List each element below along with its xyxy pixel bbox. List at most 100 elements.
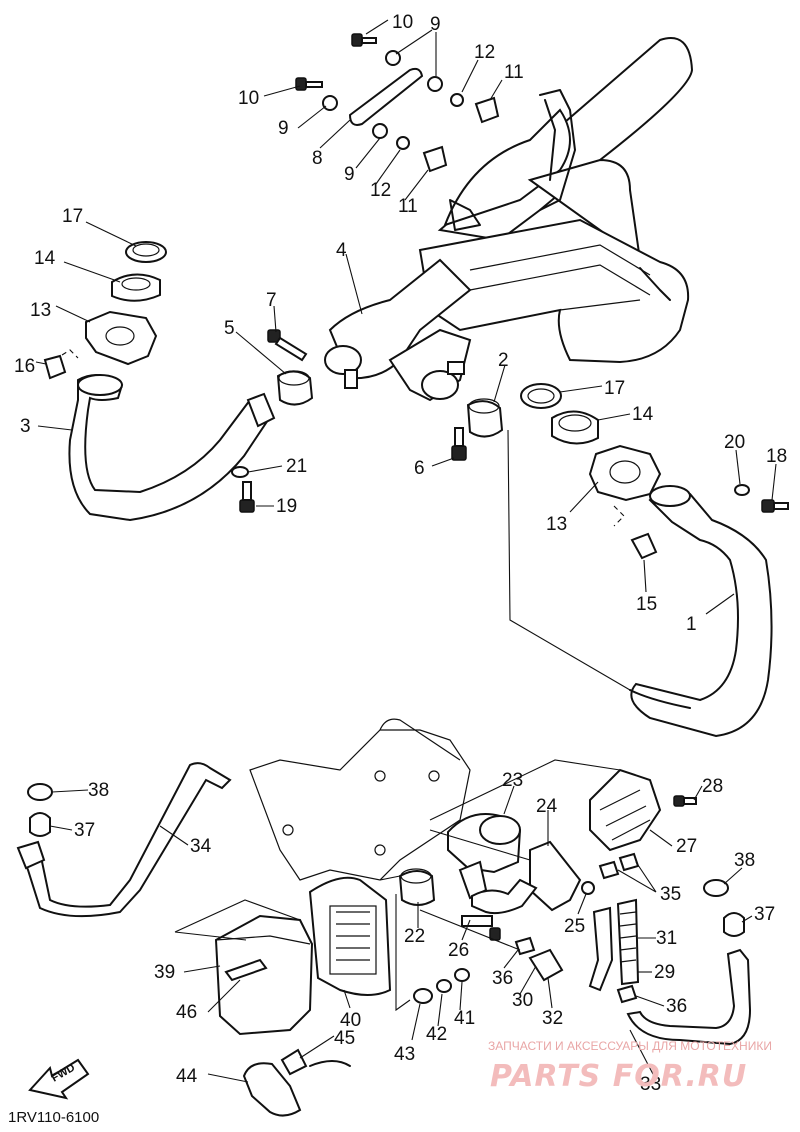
callout-label: 14	[34, 248, 56, 269]
washer-43	[413, 988, 433, 1004]
callout-label: 21	[286, 456, 307, 477]
gasket-17-right	[520, 383, 562, 409]
callout-label: 43	[394, 1044, 415, 1065]
washer-9-a	[385, 50, 401, 66]
callout-label: 15	[636, 594, 657, 615]
callout-label: 12	[370, 180, 391, 201]
callout-label: 9	[430, 14, 441, 35]
collar-16	[43, 354, 67, 380]
callout-label: 24	[536, 796, 558, 817]
collar-12-b	[396, 136, 410, 150]
callout-label: 3	[20, 416, 31, 437]
damper-11-b	[422, 145, 448, 173]
right-header-group	[451, 383, 789, 738]
callout-label: 22	[404, 926, 425, 947]
callout-label: 26	[448, 940, 469, 961]
clamp-36-a	[514, 936, 536, 956]
ring-14-right	[551, 410, 599, 445]
clip-38-left	[27, 783, 53, 801]
callout-label: 10	[392, 12, 413, 33]
clip-38-right	[703, 879, 729, 897]
bolt-26	[461, 915, 501, 941]
callout-label: 6	[414, 458, 425, 479]
callout-label: 27	[676, 836, 697, 857]
callout-label: 37	[754, 904, 775, 925]
callout-label: 46	[176, 1002, 197, 1023]
callout-label: 17	[62, 206, 83, 227]
callout-label: 34	[190, 836, 212, 857]
pipe-33	[626, 948, 752, 1046]
callout-label: 9	[344, 164, 355, 185]
leader-lines	[35, 19, 777, 1083]
callout-label: 36	[492, 968, 513, 989]
callout-label: 45	[334, 1028, 355, 1049]
washer-9-c	[427, 76, 443, 92]
nut-41	[454, 968, 470, 982]
callout-label: 11	[398, 196, 418, 217]
callout-label: 13	[546, 514, 567, 535]
callout-label: 41	[454, 1008, 475, 1029]
left-header-group	[43, 241, 314, 522]
callout-label: 23	[502, 770, 523, 791]
air-filter-case-39	[214, 914, 314, 1036]
bolt-10-left	[295, 77, 323, 91]
callout-label: 1	[686, 614, 697, 635]
callout-label: 29	[654, 962, 675, 983]
clamp-rear	[421, 361, 465, 400]
hose-26-elbow	[471, 878, 538, 915]
exhaust-pipe-3	[68, 374, 274, 522]
bolt-10-top	[351, 33, 377, 47]
bolt-18	[761, 499, 789, 513]
callout-label: 44	[176, 1066, 198, 1087]
callout-label: 10	[238, 88, 259, 109]
callout-label: 5	[224, 318, 235, 339]
watermark-subtitle: ЗАПЧАСТИ И АКСЕССУАРЫ ДЛЯ МОТОТЕХНИКИ	[488, 1039, 772, 1053]
callout-label: 42	[426, 1024, 447, 1045]
callout-label: 12	[474, 42, 495, 63]
nut-20	[734, 484, 750, 496]
callout-label: 28	[702, 776, 723, 797]
callout-label: 4	[336, 240, 347, 261]
callout-label: 31	[656, 928, 677, 949]
clamp-front	[324, 345, 362, 389]
air-cut-valve-27	[589, 768, 662, 852]
bracket-8	[348, 67, 424, 126]
gasket-5	[276, 370, 314, 406]
hose-22	[398, 870, 436, 906]
bolt-28	[673, 795, 697, 807]
nut-13-left	[85, 310, 158, 366]
muffler-assembly	[324, 37, 694, 402]
hose-44	[242, 1062, 302, 1117]
clamp-35-b	[618, 852, 640, 872]
hose-31	[616, 898, 640, 986]
ais-system	[16, 718, 752, 1117]
bolt-7	[267, 329, 308, 362]
diagram-code: 1RV110-6100	[8, 1109, 99, 1126]
cap-37-left	[29, 812, 51, 837]
callout-label: 32	[542, 1008, 563, 1029]
washer-9-b	[322, 95, 338, 111]
callout-label: 35	[660, 884, 681, 905]
bracket-24	[529, 840, 582, 912]
callout-label: 37	[74, 820, 95, 841]
callout-label: 36	[666, 996, 687, 1017]
check-valve-32	[528, 948, 564, 982]
collar-12-a	[450, 93, 464, 107]
bolt-25	[581, 881, 595, 895]
callout-label: 17	[604, 378, 625, 399]
watermark: ЗАПЧАСТИ И АКСЕССУАРЫ ДЛЯ МОТОТЕХНИКИ PA…	[488, 1039, 772, 1094]
hose-29	[588, 906, 614, 992]
callout-label: 40	[340, 1010, 361, 1031]
callout-label: 38	[734, 850, 755, 871]
callout-label: 8	[312, 148, 323, 169]
clamp-36-b	[616, 984, 638, 1004]
watermark-brand: PARTS FOR.RU	[490, 1059, 747, 1094]
clamp-35-a	[598, 860, 620, 880]
callout-label: 30	[512, 990, 533, 1011]
callout-label: 38	[88, 780, 109, 801]
callout-label: 18	[766, 446, 787, 467]
gasket-2	[466, 400, 504, 438]
bolt-19	[239, 481, 255, 513]
fwd-arrow: FWD	[28, 1058, 90, 1100]
